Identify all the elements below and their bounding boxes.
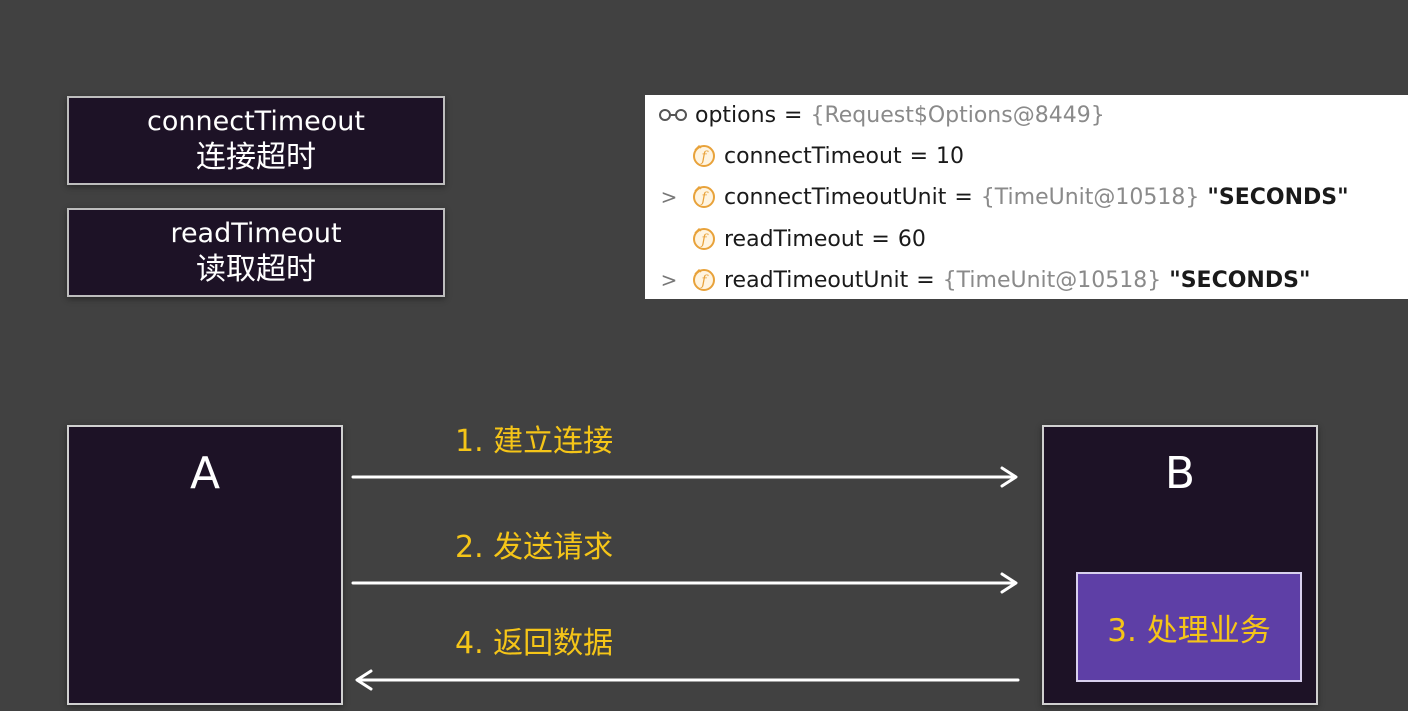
step-4-label: 4. 返回数据 xyxy=(455,626,614,661)
field-name: readTimeoutUnit xyxy=(724,267,909,293)
read-timeout-box: readTimeout 读取超时 xyxy=(67,208,445,297)
field-string-value: "SECONDS" xyxy=(1207,184,1349,210)
watch-glasses-icon xyxy=(659,109,687,121)
svg-text:f: f xyxy=(700,190,709,206)
arrow-establish-connection xyxy=(351,466,1018,488)
field-name: connectTimeout xyxy=(724,143,902,169)
root-ref: {Request$Options@8449} xyxy=(810,102,1105,128)
field-f-icon: f xyxy=(693,268,715,291)
connect-timeout-box: connectTimeout 连接超时 xyxy=(67,96,445,185)
process-business-box: 3. 处理业务 xyxy=(1076,572,1302,682)
root-var-name: options xyxy=(695,102,777,128)
debugger-variables-panel: options = {Request$Options@8449} f conne… xyxy=(645,95,1408,299)
node-a: A xyxy=(67,425,343,705)
field-ref: {TimeUnit@10518} xyxy=(980,184,1200,210)
field-string-value: "SECONDS" xyxy=(1169,267,1311,293)
field-name: readTimeout xyxy=(724,226,864,252)
debug-field-row[interactable]: > f readTimeoutUnit = {TimeUnit@10518} "… xyxy=(645,260,1408,300)
root-eq: = xyxy=(784,102,803,128)
field-f-icon: f xyxy=(693,144,715,167)
field-value: 10 xyxy=(936,143,965,169)
debug-field-row[interactable]: f readTimeout = 60 xyxy=(645,219,1408,259)
node-b-label: B xyxy=(1164,448,1196,499)
node-b: B 3. 处理业务 xyxy=(1042,425,1318,705)
field-eq: = xyxy=(916,267,935,293)
connect-timeout-cn: 连接超时 xyxy=(196,139,316,175)
read-timeout-en: readTimeout xyxy=(170,217,342,249)
field-value: 60 xyxy=(897,226,926,252)
field-eq: = xyxy=(909,143,929,169)
arrow-send-request xyxy=(351,572,1018,594)
connect-timeout-en: connectTimeout xyxy=(147,105,365,137)
step-2-label: 2. 发送请求 xyxy=(455,530,614,565)
step-1-label: 1. 建立连接 xyxy=(455,424,614,459)
expand-chevron-icon[interactable]: > xyxy=(660,268,678,292)
node-a-label: A xyxy=(189,448,221,499)
read-timeout-cn: 读取超时 xyxy=(196,251,316,287)
svg-text:f: f xyxy=(700,273,709,289)
field-name: connectTimeoutUnit xyxy=(724,184,947,210)
field-ref: {TimeUnit@10518} xyxy=(942,267,1162,293)
arrow-return-data xyxy=(355,669,1020,691)
field-f-icon: f xyxy=(693,227,715,250)
debug-root-row[interactable]: options = {Request$Options@8449} xyxy=(645,95,1408,135)
debug-field-row[interactable]: > f connectTimeoutUnit = {TimeUnit@10518… xyxy=(645,177,1408,217)
expand-chevron-icon[interactable]: > xyxy=(660,185,678,209)
svg-text:f: f xyxy=(700,232,709,248)
debug-field-row[interactable]: f connectTimeout = 10 xyxy=(645,136,1408,176)
field-eq: = xyxy=(954,184,973,210)
field-eq: = xyxy=(871,226,890,252)
process-business-label: 3. 处理业务 xyxy=(1107,612,1271,649)
field-f-icon: f xyxy=(693,185,715,208)
svg-text:f: f xyxy=(700,149,709,165)
